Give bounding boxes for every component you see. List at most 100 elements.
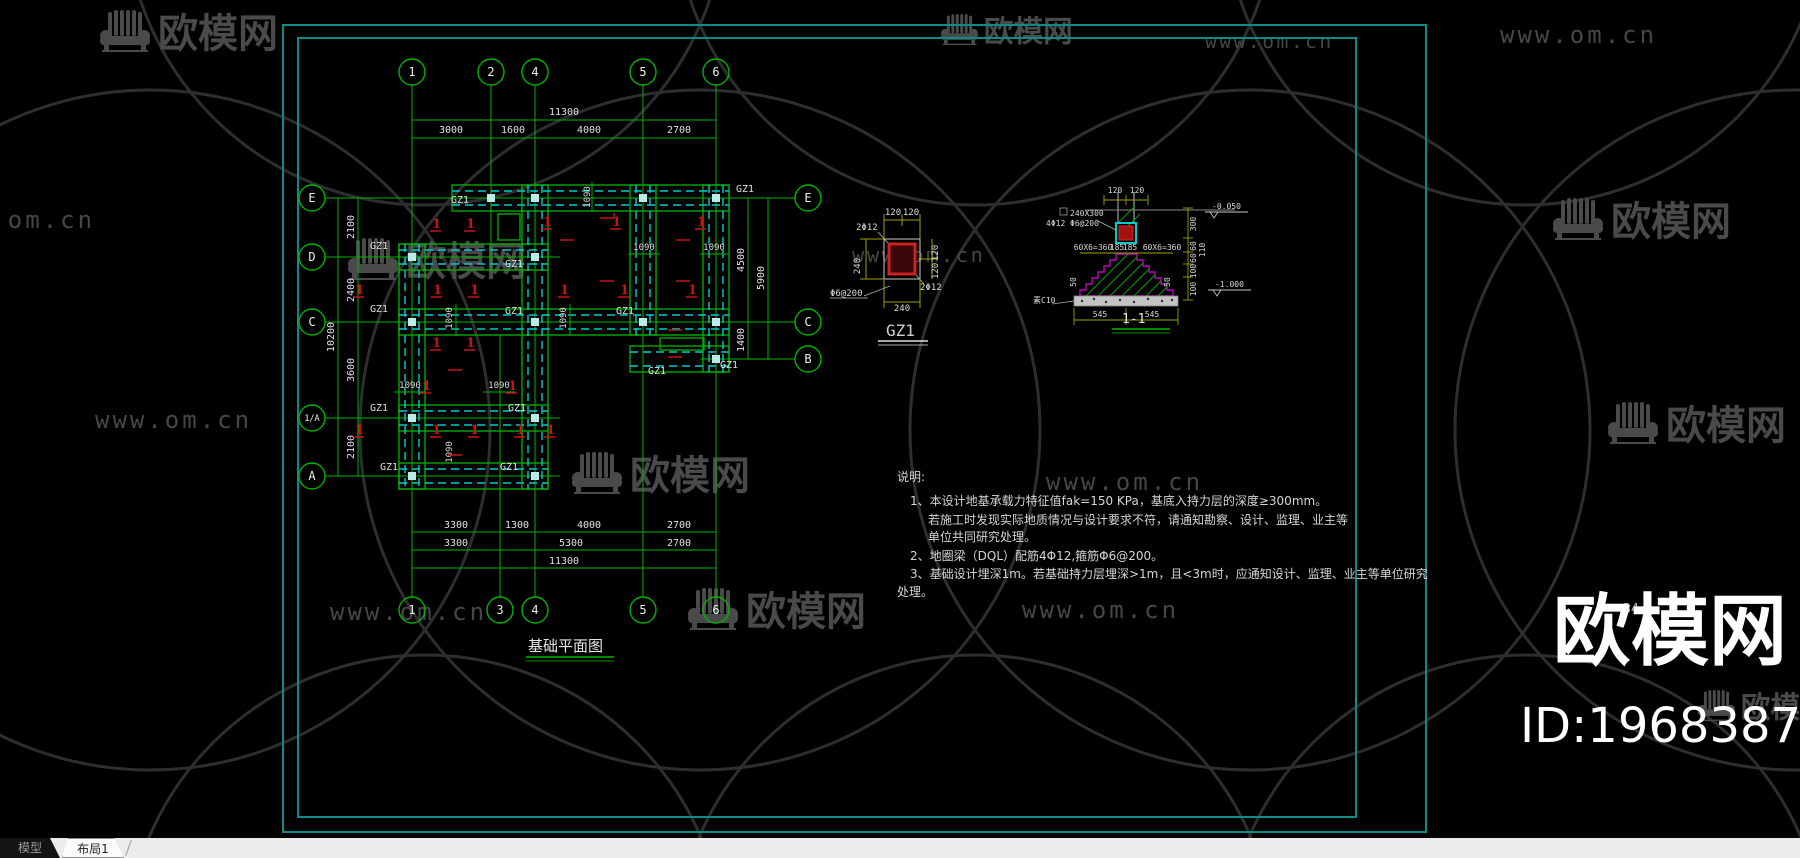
rebar-label: 2Φ12 bbox=[920, 283, 942, 293]
axis-label: B bbox=[804, 352, 811, 366]
svg-text:120: 120 bbox=[1130, 186, 1145, 195]
svg-text:120: 120 bbox=[885, 208, 901, 218]
axis-label: 1/A bbox=[304, 414, 319, 424]
axis-label: 6 bbox=[712, 65, 719, 79]
svg-text:1090: 1090 bbox=[633, 243, 655, 253]
svg-text:1: 1 bbox=[466, 336, 475, 351]
svg-text:240: 240 bbox=[853, 258, 863, 274]
svg-text:110: 110 bbox=[1198, 243, 1207, 258]
tab-separator bbox=[125, 840, 132, 856]
svg-text:1: 1 bbox=[508, 379, 517, 394]
svg-text:50: 50 bbox=[1163, 277, 1172, 287]
axis-label: 4 bbox=[531, 603, 538, 617]
axis-grid bbox=[325, 85, 795, 597]
svg-text:2700: 2700 bbox=[667, 125, 691, 136]
axis-bubbles: 1 2 4 5 6 1 3 4 5 6 E D C 1/A A E C B bbox=[298, 58, 822, 624]
dimension-lines bbox=[337, 119, 769, 569]
svg-text:GZ1: GZ1 bbox=[505, 259, 523, 270]
svg-text:GZ1: GZ1 bbox=[370, 241, 388, 252]
svg-text:185: 185 bbox=[1123, 243, 1138, 252]
svg-text:185: 185 bbox=[1110, 243, 1125, 252]
tab-layout1[interactable]: 布局1 bbox=[62, 838, 124, 858]
brand-id-text: ID:1968387 bbox=[1520, 698, 1800, 754]
section-1-1-detail: 120 120 60X6=360 185 185 60X6=360 bbox=[1033, 186, 1251, 334]
svg-text:单位共同研究处理。: 单位共同研究处理。 bbox=[928, 529, 1036, 544]
axis-label: 1 bbox=[408, 603, 415, 617]
axis-label: E bbox=[804, 191, 811, 205]
brand-overlay: 欧模网 ID:1968387 bbox=[1520, 587, 1800, 754]
svg-text:1: 1 bbox=[470, 283, 479, 298]
axis-label: 6 bbox=[712, 603, 719, 617]
axis-label: 3 bbox=[496, 603, 503, 617]
axis-label: 5 bbox=[639, 603, 646, 617]
column-squares bbox=[408, 194, 720, 480]
gz1-detail: 120 120 240 240 120 120 2Φ12 2Φ12 Φ6@200… bbox=[830, 208, 942, 346]
svg-text:240: 240 bbox=[894, 304, 910, 314]
svg-text:1: 1 bbox=[546, 423, 555, 438]
svg-text:1600: 1600 bbox=[501, 125, 525, 136]
tab-model[interactable]: 模型 bbox=[0, 838, 60, 858]
page-number: -34- bbox=[1615, 602, 1646, 617]
statusbar: 模型 布局1 bbox=[0, 838, 1800, 858]
axis-label: 1 bbox=[408, 65, 415, 79]
svg-text:1090: 1090 bbox=[488, 381, 510, 391]
axis-label: E bbox=[308, 191, 315, 205]
svg-text:GZ1: GZ1 bbox=[648, 366, 666, 377]
section-title: 1-1 bbox=[1122, 312, 1145, 327]
axis-label: 5 bbox=[639, 65, 646, 79]
svg-text:处理。: 处理。 bbox=[897, 585, 933, 599]
svg-text:GZ1: GZ1 bbox=[370, 304, 388, 315]
svg-text:300: 300 bbox=[1189, 217, 1198, 232]
svg-text:1: 1 bbox=[355, 283, 364, 298]
svg-text:1: 1 bbox=[543, 215, 552, 230]
axis-label: A bbox=[308, 469, 316, 483]
gz1-tags: GZ1 GZ1 GZ1 GZ1 GZ1 GZ1 GZ1 GZ1 GZ1 GZ1 … bbox=[370, 184, 754, 473]
svg-text:GZ1: GZ1 bbox=[720, 360, 738, 371]
svg-text:1400: 1400 bbox=[736, 328, 747, 352]
svg-text:1090: 1090 bbox=[445, 441, 455, 463]
svg-text:1090: 1090 bbox=[703, 243, 725, 253]
inner-dims: 1090 1090 1090 1090 1090 1090 1090 1090 bbox=[394, 182, 729, 463]
svg-text:1: 1 bbox=[516, 423, 525, 438]
foundation-plan bbox=[398, 184, 730, 490]
notes-heading: 说明: bbox=[897, 469, 925, 484]
svg-text:50: 50 bbox=[1069, 277, 1078, 287]
svg-text:3600: 3600 bbox=[346, 358, 357, 382]
svg-text:4Φ12: 4Φ12 bbox=[1046, 219, 1065, 228]
svg-text:-0.050: -0.050 bbox=[1212, 202, 1241, 211]
rebar-label: 2Φ12 bbox=[856, 223, 878, 233]
svg-text:60: 60 bbox=[1189, 241, 1198, 251]
svg-text:100: 100 bbox=[1189, 264, 1198, 279]
svg-text:1: 1 bbox=[620, 283, 629, 298]
stirrup-label: Φ6@200 bbox=[830, 289, 863, 299]
svg-text:545: 545 bbox=[1093, 310, 1108, 319]
dimension-labels: 11300 3000 1600 4000 2700 2100 2400 3600… bbox=[326, 107, 767, 567]
svg-text:GZ1: GZ1 bbox=[736, 184, 754, 195]
svg-text:1090: 1090 bbox=[445, 307, 455, 329]
svg-text:60X6=360: 60X6=360 bbox=[1143, 243, 1182, 252]
sheet-frame bbox=[282, 24, 1427, 833]
svg-text:GZ1: GZ1 bbox=[370, 403, 388, 414]
svg-text:1: 1 bbox=[560, 283, 569, 298]
svg-text:1: 1 bbox=[688, 283, 697, 298]
svg-text:2100: 2100 bbox=[346, 435, 357, 459]
axis-label: 4 bbox=[531, 65, 538, 79]
svg-text:2100: 2100 bbox=[346, 215, 357, 239]
svg-text:1: 1 bbox=[432, 423, 441, 438]
svg-text:1090: 1090 bbox=[559, 307, 569, 329]
svg-text:1: 1 bbox=[466, 217, 475, 232]
svg-text:3、基础设计埋深1m。若基础持力层埋深>1m，且<3m时，应: 3、基础设计埋深1m。若基础持力层埋深>1m，且<3m时，应通知设计、监理、业主… bbox=[910, 566, 1428, 581]
gz1-detail-title: GZ1 bbox=[886, 321, 915, 340]
svg-text:若施工时发现实际地质情况与设计要求不符，请通知勘察、设计、监: 若施工时发现实际地质情况与设计要求不符，请通知勘察、设计、监理、业主等 bbox=[928, 512, 1348, 527]
svg-text:60: 60 bbox=[1189, 253, 1198, 263]
svg-text:3000: 3000 bbox=[439, 125, 463, 136]
svg-text:1: 1 bbox=[697, 215, 706, 230]
plan-title: 基础平面图 bbox=[528, 637, 603, 655]
svg-text:1: 1 bbox=[422, 379, 431, 394]
svg-text:2700: 2700 bbox=[667, 520, 691, 531]
svg-text:11300: 11300 bbox=[549, 556, 579, 567]
